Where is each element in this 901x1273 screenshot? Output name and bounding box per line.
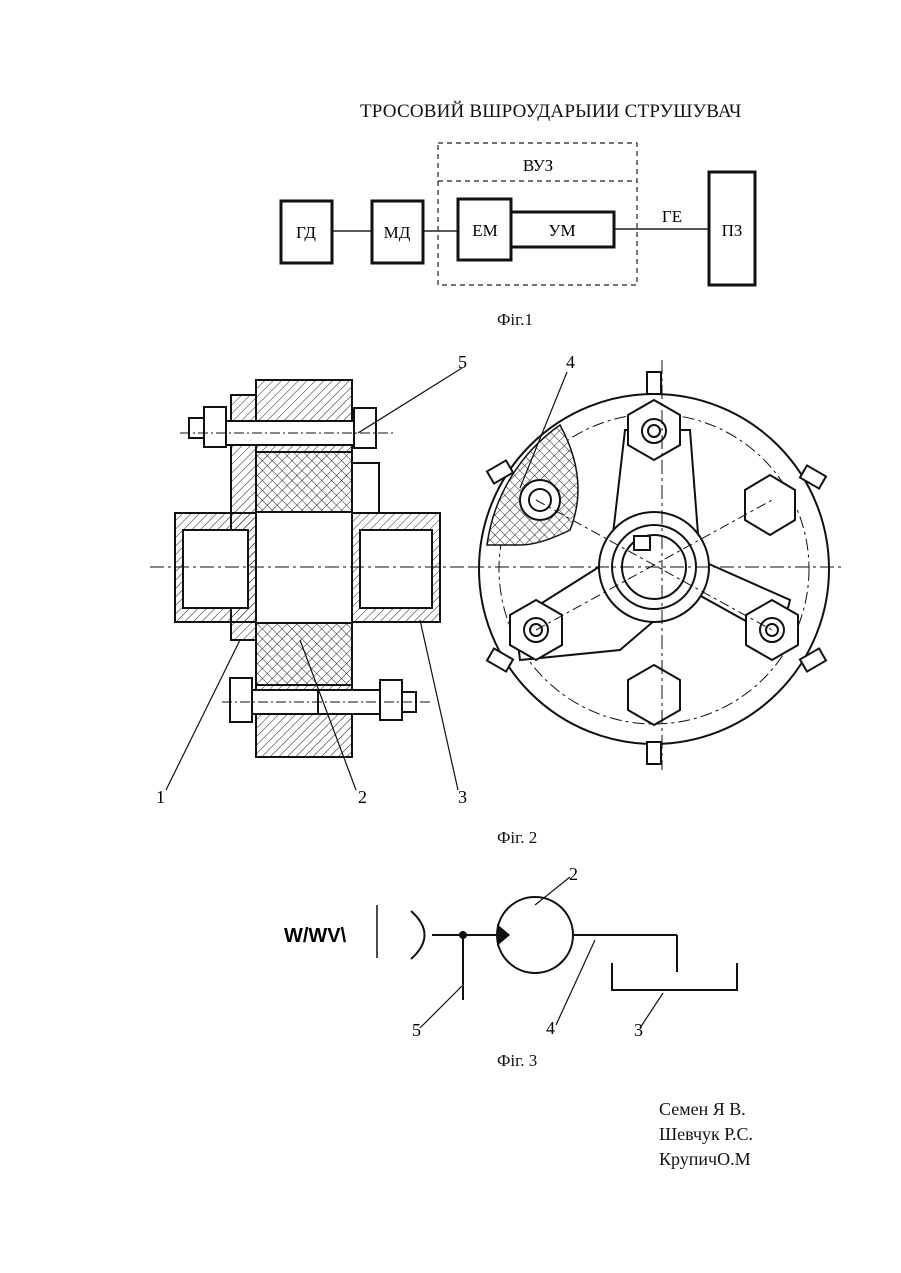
block-gd-label: ГД bbox=[296, 223, 316, 242]
ge-link-label: ГЕ bbox=[662, 207, 682, 226]
leader-1 bbox=[166, 640, 240, 790]
figure1-caption: Фіг.1 bbox=[497, 310, 533, 330]
block-em-label: ЕМ bbox=[472, 221, 498, 240]
right-bore bbox=[360, 530, 432, 608]
elastic-insert-upper bbox=[256, 452, 352, 512]
left-bore bbox=[183, 530, 248, 608]
callout-1: 1 bbox=[156, 787, 165, 807]
figure2-caption: Фіг. 2 bbox=[497, 828, 537, 848]
lower-bolt-head bbox=[230, 678, 252, 722]
fig3-callout-4: 4 bbox=[546, 1018, 555, 1038]
lower-nut bbox=[380, 680, 402, 720]
vuz-group-label: ВУЗ bbox=[523, 156, 553, 175]
fig3-callout-3: 3 bbox=[634, 1020, 643, 1040]
leader-3 bbox=[420, 620, 458, 790]
elastic-insert-lower bbox=[256, 623, 352, 685]
figure2-coupling-end-view bbox=[470, 360, 845, 770]
figure1-block-diagram: ВУЗ ГД МД ЕМ УМ ГЕ ПЗ bbox=[281, 143, 755, 285]
callout-4: 4 bbox=[566, 352, 575, 372]
authors-list: Семен Я В. Шевчук Р.С. КрупичО.М bbox=[659, 1097, 753, 1172]
figure3-schematic bbox=[377, 877, 737, 1028]
bolt-cutaway bbox=[520, 480, 560, 520]
figure3-caption: Фіг. 3 bbox=[497, 1051, 537, 1071]
coupling-arc bbox=[411, 911, 425, 959]
callout-5: 5 bbox=[458, 352, 467, 372]
callout-2: 2 bbox=[358, 787, 367, 807]
leader-5 bbox=[358, 368, 462, 433]
block-pz-label: ПЗ bbox=[722, 221, 743, 240]
fig3-callout-5: 5 bbox=[412, 1020, 421, 1040]
tank bbox=[612, 963, 737, 990]
fig3-callout-2: 2 bbox=[569, 864, 578, 884]
figure2-coupling-section bbox=[150, 368, 470, 790]
upper-bolt-head bbox=[204, 407, 226, 447]
block-md-label: МД bbox=[384, 223, 411, 242]
callout-3: 3 bbox=[458, 787, 467, 807]
block-um-label: УМ bbox=[548, 221, 575, 240]
spring-label: W/WV\ bbox=[284, 925, 347, 947]
